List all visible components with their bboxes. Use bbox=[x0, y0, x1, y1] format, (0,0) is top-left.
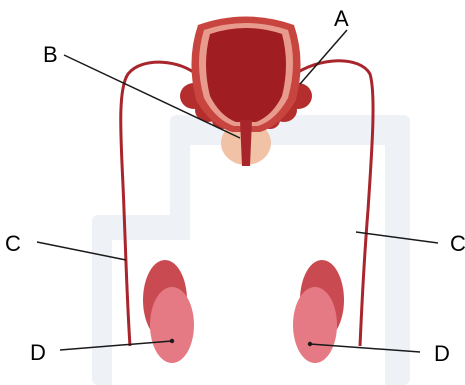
label-c-left: C bbox=[5, 231, 21, 256]
label-a: A bbox=[334, 6, 349, 31]
label-b: B bbox=[43, 42, 58, 67]
leader-line-a bbox=[300, 30, 347, 84]
label-c-right: C bbox=[450, 231, 465, 256]
label-d-right: D bbox=[434, 341, 450, 366]
urethra bbox=[240, 120, 252, 166]
label-d-left: D bbox=[30, 340, 46, 365]
bladder-cavity bbox=[206, 28, 286, 122]
